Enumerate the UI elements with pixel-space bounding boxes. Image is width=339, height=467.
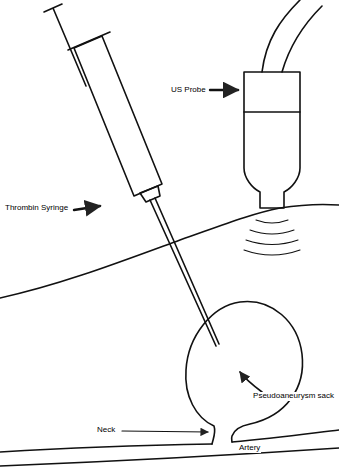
syringe-barrel [74,36,162,196]
probe-cable [262,0,322,72]
us-probe [244,72,300,208]
leader-arrow [210,89,238,91]
sac-label: Pseudoaneurysm sack [252,392,335,401]
needle [150,198,219,346]
probe-label: US Probe [170,86,207,95]
syringe-label: Thrombin Syringe [4,204,69,213]
leader-arrow [74,206,100,210]
artery-wall [0,430,339,452]
skin-line [0,204,339,298]
sound-wave [244,220,300,255]
leader-arrow [240,372,262,392]
artery-wall [0,448,339,466]
neck-label: Neck [96,426,116,435]
artery-label: Artery [238,444,261,453]
pseudoaneurysm-sac [186,302,303,444]
leader-arrow [122,431,208,432]
probe-band [244,111,300,113]
